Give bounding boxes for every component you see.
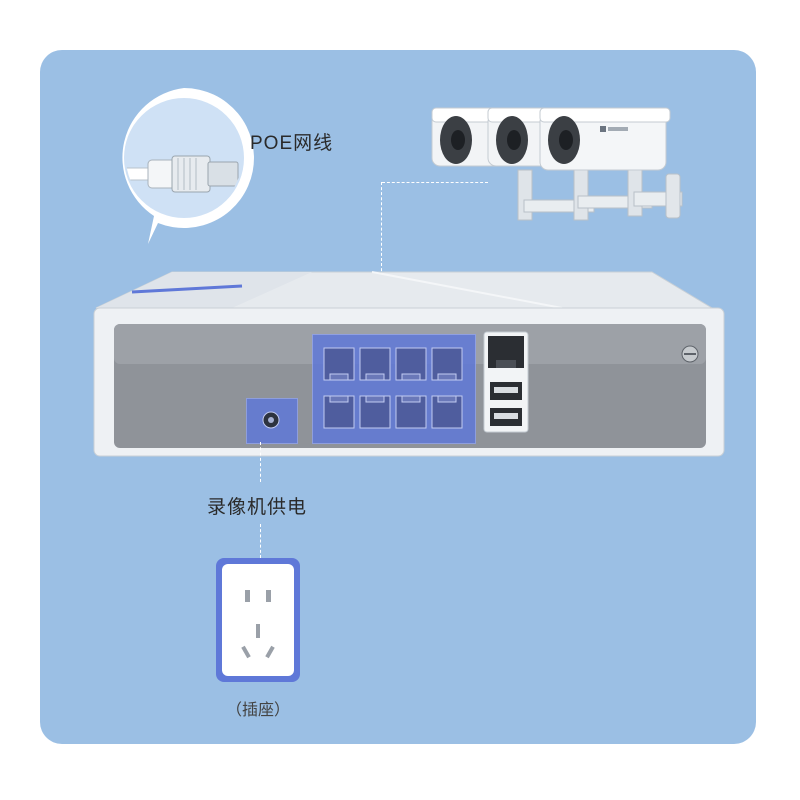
rj45-port	[323, 347, 355, 381]
rj45-port	[359, 395, 391, 429]
poe-cable-bubble	[118, 82, 254, 250]
nvr-power-label: 录像机供电	[207, 497, 308, 518]
connector-line-camera	[382, 182, 488, 183]
poe-cable-label: POE网线	[250, 133, 334, 154]
uplink-usb-ports	[482, 330, 530, 434]
rj45-port	[395, 395, 427, 429]
power-socket-icon	[222, 564, 294, 676]
poe-cable-connector-icon	[122, 88, 254, 244]
rj45-port	[395, 347, 427, 381]
usb-port	[490, 382, 522, 400]
socket-label: （插座）	[226, 702, 291, 719]
connector-line-camera-vertical	[381, 182, 382, 342]
connector-line-power-bottom	[260, 524, 261, 558]
poe-ports	[320, 344, 468, 434]
dc-power-jack-icon	[261, 410, 281, 430]
camera-group	[428, 100, 684, 230]
ethernet-uplink-port	[488, 336, 524, 368]
rj45-port	[323, 395, 355, 429]
usb-port	[490, 408, 522, 426]
rj45-port	[431, 395, 463, 429]
rj45-port	[359, 347, 391, 381]
rj45-port	[431, 347, 463, 381]
bullet-camera-icon	[539, 107, 683, 219]
connector-line-power-top	[260, 442, 261, 482]
